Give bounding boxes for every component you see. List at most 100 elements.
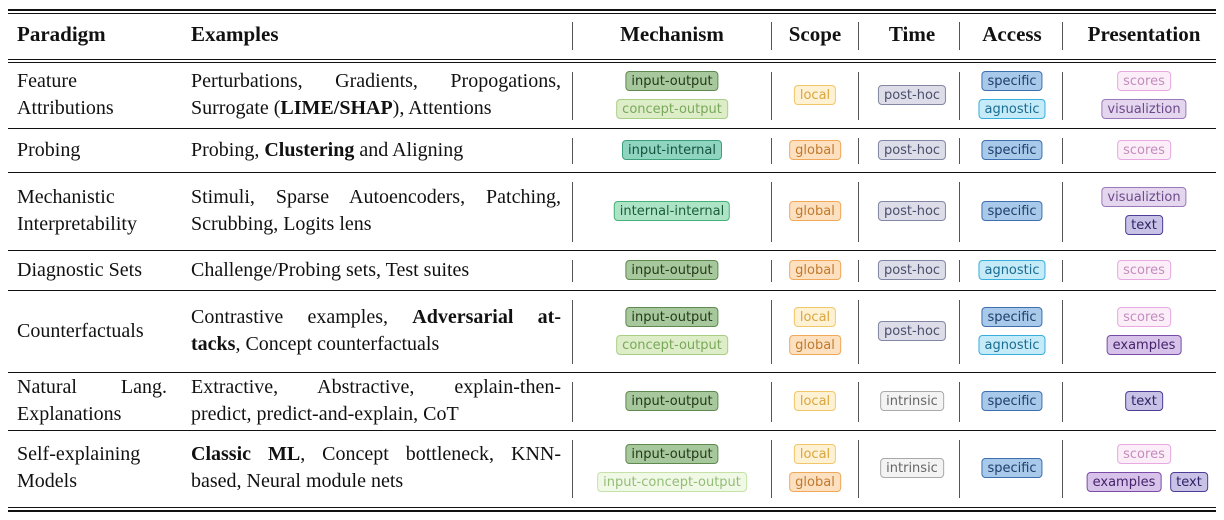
paradigm-line: Mechanistic [17,186,115,208]
column-divider [572,72,573,120]
header-column-divider [858,22,859,50]
paradigm-line: Diagnostic Sets [17,258,142,281]
tag-local: local [793,307,837,327]
column-divider [959,300,960,364]
column-divider [572,260,573,282]
examples-line: predict, predict-and-explain, CoT [191,401,561,428]
text-run: Perturbations, Gradients, Propogations, [191,70,561,92]
top-rule-thin [8,13,1216,14]
text-run: , Concept counterfactuals [235,333,440,355]
column-divider [959,72,960,120]
column-divider [1062,182,1063,242]
tag-scores: scores [1117,71,1171,91]
examples-line: Perturbations, Gradients, Propogations, [191,68,561,95]
row-rule [8,172,1216,173]
tag-text: text [1125,391,1163,411]
row-rule [8,290,1216,291]
tag-specific: specific [981,458,1043,478]
column-divider [858,260,859,282]
tag-specific: specific [981,391,1043,411]
column-divider [771,138,772,164]
paradigm-line: Natural Lang. [17,376,167,398]
header-rule [8,59,1216,60]
tag-global: global [789,140,841,160]
header-paradigm: Paradigm [17,22,106,46]
column-divider [572,440,573,498]
tag-global: global [789,472,841,492]
paradigm-line: Counterfactuals [17,319,144,342]
paradigm-cell: Natural Lang. Explanations [17,374,167,428]
tag-specific: specific [981,201,1043,221]
header-rule-thin [8,62,1216,63]
column-divider [858,72,859,120]
paradigm-cell: Counterfactuals [17,318,144,345]
row-rule [8,372,1216,373]
header-access: Access [982,22,1042,46]
tag-local: local [793,85,837,105]
header-scope: Scope [788,22,842,46]
examples-cell: Probing, Clustering and Aligning [191,137,463,164]
tag-scores: scores [1117,307,1171,327]
tag-local: local [793,444,837,464]
header-column-divider [959,22,960,50]
header-examples: Examples [191,22,279,46]
tag-scores: scores [1117,140,1171,160]
paradigm-line: Feature [17,70,77,92]
tag-examples: examples [1106,335,1182,355]
paradigm-line: Self-explaining [17,443,141,465]
column-divider [1062,260,1063,282]
tag-concept-output: concept-output [616,99,728,119]
text-run: ), Attentions [392,97,492,119]
column-divider [959,182,960,242]
text-run: Scrubbing, Logits lens [191,213,372,235]
bold-term: tacks [191,333,236,355]
examples-line: Scrubbing, Logits lens [191,211,561,238]
tag-global: global [789,335,841,355]
text-run: predict, predict-and-explain, CoT [191,403,459,425]
bold-term: Adversarial at- [412,306,561,328]
column-divider [1062,382,1063,422]
header-column-divider [771,22,772,50]
tag-concept-output: concept-output [616,335,728,355]
examples-line: Stimuli, Sparse Autoencoders, Patching, [191,184,561,211]
tag-intrinsic: intrinsic [880,391,944,411]
text-run: , Concept bottleneck, KNN- [300,443,561,465]
tag-input-output: input-output [625,260,719,280]
examples-cell: Stimuli, Sparse Autoencoders, Patching, S… [191,184,561,238]
paradigm-cell: Probing [17,137,80,164]
tag-visualiztion: visualiztion [1101,99,1187,119]
column-divider [959,260,960,282]
examples-line: Extractive, Abstractive, explain-then- [191,374,561,401]
bold-term: Clustering [264,138,355,161]
text-run: Stimuli, Sparse Autoencoders, Patching, [191,186,561,208]
column-divider [572,182,573,242]
bottom-rule-thin [8,507,1216,508]
column-divider [572,300,573,364]
tag-agnostic: agnostic [978,99,1046,119]
paradigm-line: Explanations [17,403,122,425]
top-rule [8,9,1216,11]
examples-line: Probing, Clustering and Aligning [191,137,463,164]
column-divider [959,440,960,498]
tag-agnostic: agnostic [978,260,1046,280]
row-rule [8,250,1216,251]
column-divider [771,182,772,242]
paradigm-line: Probing [17,138,81,161]
tag-input-output: input-output [625,444,719,464]
text-run: based, Neural module nets [191,470,404,492]
tag-post-hoc: post-hoc [877,85,947,105]
column-divider [1062,300,1063,364]
text-run: Challenge/Probing sets, Test suites [191,258,470,281]
tag-input-internal: input-internal [621,140,723,160]
tag-visualiztion: visualiztion [1101,187,1187,207]
column-divider [771,440,772,498]
examples-line: Surrogate (LIME/SHAP), Attentions [191,95,561,122]
tag-post-hoc: post-hoc [877,260,947,280]
tag-local: local [793,391,837,411]
column-divider [572,138,573,164]
row-rule [8,430,1216,431]
column-divider [771,382,772,422]
tag-global: global [789,260,841,280]
row-rule [8,128,1216,129]
